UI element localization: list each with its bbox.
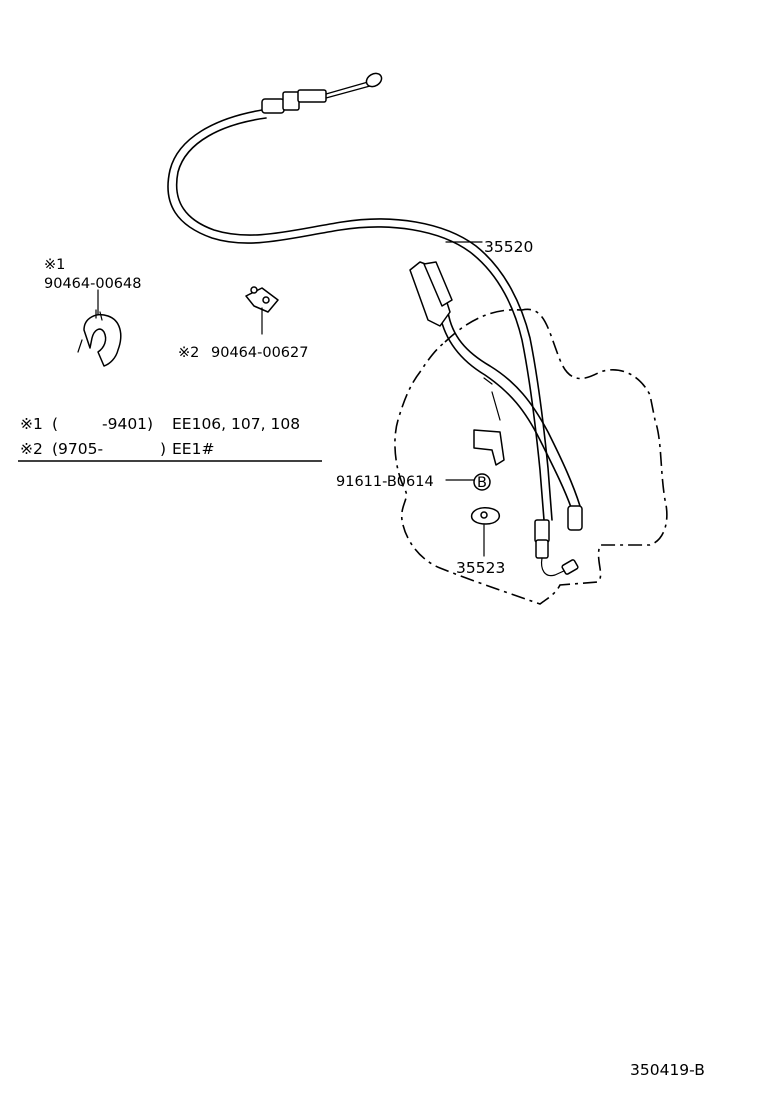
note-2-close-paren: ) bbox=[160, 440, 166, 458]
diagram-id: 350419-B bbox=[630, 1061, 705, 1079]
nut-symbol: B bbox=[477, 475, 487, 491]
label-clamp-2: 90464-00627 bbox=[211, 345, 309, 361]
transmission-outline bbox=[394, 308, 668, 605]
plate-icon bbox=[470, 507, 500, 525]
clamp-2-icon bbox=[245, 286, 279, 335]
note-1-models: EE106, 107, 108 bbox=[172, 415, 300, 433]
label-nut: 91611-B0614 bbox=[336, 474, 434, 490]
nut-icon: B bbox=[473, 473, 491, 491]
label-35523: 35523 bbox=[456, 559, 505, 577]
note-1-open-paren: ( bbox=[52, 415, 58, 433]
note-2-models: EE1# bbox=[172, 440, 214, 458]
throttle-cable bbox=[167, 72, 579, 577]
note-1-range: -9401) bbox=[102, 415, 153, 433]
notes-block: ※1 ( -9401) EE106, 107, 108 ※2 (9705- ) … bbox=[18, 415, 322, 462]
clamp-2-marker: ※2 bbox=[178, 345, 199, 361]
cable-branch bbox=[409, 261, 583, 531]
clamp-1-marker: ※1 bbox=[44, 257, 65, 273]
label-35520: 35520 bbox=[484, 238, 533, 256]
note-2-range: (9705- bbox=[52, 440, 103, 458]
label-clamp-1: 90464-00648 bbox=[44, 276, 142, 292]
clamp-1-icon bbox=[77, 309, 122, 367]
note-2-marker: ※2 bbox=[20, 440, 43, 458]
note-1-marker: ※1 bbox=[20, 415, 43, 433]
